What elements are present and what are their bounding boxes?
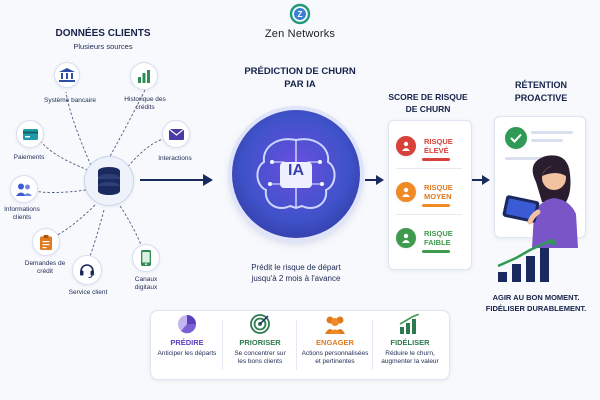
source-label-credit-history-text: Historique des crédits	[124, 96, 166, 111]
doc-line	[531, 139, 563, 142]
source-label-payments: Paiements	[13, 154, 45, 161]
users-icon	[16, 183, 32, 196]
step-prioriser-desc1: Se concentrer sur	[234, 350, 286, 357]
source-credit-history	[130, 62, 158, 90]
source-credit-requests	[32, 228, 60, 256]
brain-circuit-icon	[256, 138, 336, 210]
risk-high-label2: ÉLEVÉ	[424, 146, 449, 155]
prediction-title-line1: PRÉDICTION DE CHURN	[244, 66, 356, 77]
step-divider	[372, 320, 373, 370]
retention-title-line1: RÉTENTION	[514, 80, 567, 90]
step-engager: ENGAGER Actions personnalisées et pertin…	[298, 314, 372, 376]
ai-badge: IA	[288, 162, 304, 179]
zen-logo-icon: Z	[289, 3, 311, 25]
source-payments	[16, 120, 44, 148]
step-divider	[222, 320, 223, 370]
bank-icon	[59, 68, 75, 82]
source-digital-channels	[132, 244, 160, 272]
smartphone-icon	[141, 250, 151, 266]
prediction-title-line2: PAR IA	[284, 79, 316, 90]
database-icon	[98, 167, 120, 195]
risk-row-high: RISQUE ÉLEVÉ	[394, 130, 466, 164]
risk-high-label1: RISQUE	[424, 137, 453, 146]
brand-logo: Z	[270, 3, 330, 27]
retention-tagline1: AGIR AU BON MOMENT.	[492, 293, 580, 302]
envelope-icon	[168, 128, 184, 140]
risk-divider-1	[396, 168, 462, 169]
brand-name: Zen Networks	[264, 28, 336, 40]
credit-card-icon	[22, 128, 38, 140]
step-prioriser: PRIORISER Se concentrer sur les bons cli…	[224, 314, 296, 376]
step-engager-desc1: Actions personnalisées	[301, 350, 369, 357]
source-interactions	[162, 120, 190, 148]
step-engager-desc2: et pertinentes	[315, 357, 355, 365]
growth-chart-icon	[497, 238, 556, 282]
steps-bar	[150, 310, 450, 380]
group-icon	[325, 316, 345, 334]
risk-row-medium: RISQUE MOYEN	[394, 176, 466, 210]
database-hub	[84, 156, 134, 206]
source-label-digital-channels: Canaux digitaux	[134, 276, 158, 291]
bar-chart-icon	[138, 70, 150, 83]
ai-brain-circle	[232, 110, 360, 238]
source-label-customer-service: Service client	[68, 289, 108, 296]
person-icon	[402, 233, 410, 243]
prediction-caption-line2: jusqu'à 2 mois à l'avance	[251, 274, 341, 283]
source-label-client-info: Informations clients	[4, 206, 40, 221]
step-engager-title: ENGAGER	[316, 338, 354, 347]
step-predire-desc1: Anticiper les départs	[157, 350, 217, 357]
step-prioriser-title: PRIORISER	[239, 338, 281, 347]
step-fideliser-desc1: Réduire le churn,	[385, 350, 435, 357]
score-title-line1: SCORE DE RISQUE	[388, 92, 468, 102]
source-bank	[42, 62, 92, 88]
risk-row-low: RISQUE FAIBLE	[394, 222, 466, 256]
customer-agent-illustration	[502, 155, 578, 248]
step-divider	[296, 320, 297, 370]
checkmark-icon	[510, 133, 522, 143]
risk-low-label2: FAIBLE	[424, 238, 451, 247]
pie-chart-icon	[178, 315, 197, 334]
source-client-info	[10, 175, 38, 203]
risk-medium-label2: MOYEN	[424, 192, 452, 201]
retention-tagline2: FIDÉLISER DURABLEMENT.	[485, 304, 587, 313]
person-icon	[402, 187, 410, 197]
source-customer-service	[72, 255, 102, 285]
source-label-bank: Système bancaire	[43, 97, 97, 104]
prediction-caption-line1: Prédit le risque de départ	[251, 263, 341, 272]
risk-divider-2	[396, 214, 462, 215]
retention-title-line2: PROACTIVE	[514, 93, 568, 103]
target-icon	[250, 314, 270, 334]
source-label-credit-history: Historique des crédits	[120, 96, 170, 112]
step-fideliser-title: FIDÉLISER	[390, 338, 430, 347]
doc-line	[531, 131, 573, 134]
growth-chart-icon	[399, 314, 420, 334]
step-fideliser-desc2: augmenter la valeur	[381, 357, 439, 365]
person-icon	[402, 141, 410, 151]
risk-low-label1: RISQUE	[424, 229, 453, 238]
step-predire: PRÉDIRE Anticiper les départs	[152, 314, 222, 376]
doc-line	[505, 157, 545, 160]
risk-medium-bar	[422, 204, 450, 207]
step-predire-title: PRÉDIRE	[170, 338, 204, 347]
headset-icon	[80, 264, 94, 278]
risk-low-bar	[422, 250, 450, 253]
step-prioriser-desc2: les bons clients	[237, 357, 283, 365]
risk-medium-label1: RISQUE	[424, 183, 453, 192]
risk-high-bar	[422, 158, 450, 161]
sources-subtitle: Plusieurs sources	[73, 42, 133, 51]
source-label-interactions: Interactions	[158, 155, 192, 162]
svg-text:Z: Z	[298, 10, 303, 19]
sources-title: DONNÉES CLIENTS	[55, 28, 151, 39]
clipboard-icon	[40, 234, 52, 250]
source-label-credit-requests: Demandes de crédit	[24, 260, 66, 275]
score-title-line2: DE CHURN	[405, 104, 451, 114]
step-fideliser: FIDÉLISER Réduire le churn, augmenter la…	[374, 314, 446, 376]
